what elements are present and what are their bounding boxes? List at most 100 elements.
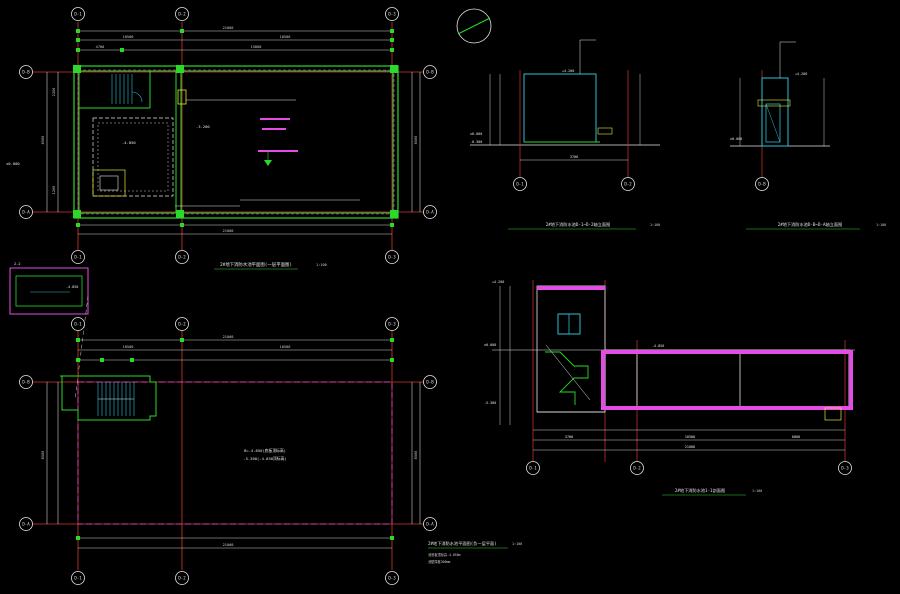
elev-a-width: 3700 (570, 155, 578, 159)
top-plan-leaders (175, 99, 360, 207)
elev-a-axis-right-label: D-2 (624, 181, 632, 186)
top-plan-columns (73, 65, 398, 218)
b-axis-top-d2-circle (175, 317, 189, 331)
elev-a-axis-left-circle (513, 177, 527, 191)
bottom-plan-tank-notes: B=-4.850(底板顶标高) -5.300(-4.850顶标高) (243, 448, 286, 461)
elev-b-text: +4.200 ±0.000 (730, 72, 807, 141)
tank-outline (77, 381, 393, 525)
axis-top-d2-label: D-2 (178, 11, 186, 16)
elev-b-axis-left-circle (755, 177, 769, 191)
axis-top-d1-circle (71, 7, 85, 21)
section-axis-c-circle (630, 461, 644, 475)
vent-opening (177, 89, 187, 105)
b-axis-right-db-circle (423, 375, 437, 389)
elev-room: -4.850 (122, 140, 136, 145)
section-axis-d-label: D-3 (841, 465, 849, 470)
elev-b-top: +4.200 (795, 72, 807, 76)
b-axis-top-d3-circle (385, 317, 399, 331)
b-axis-top-d2-label: D-2 (178, 321, 186, 326)
axis-bot-d3-label: D-3 (388, 254, 396, 259)
elev-b-door-diag (765, 103, 781, 143)
bottom-floor-plan: B=-4.850(底板顶标高) -5.300(-4.850顶标高) 21000 … (19, 317, 522, 585)
top-plan-outer-wall (73, 65, 399, 219)
b-dim-overall-bot: 21000 (223, 543, 234, 547)
section-dim-left: 3700 (565, 435, 573, 439)
b-axis-left-db-label: D-B (22, 379, 30, 384)
section-slab-elev: -4.850 (652, 344, 664, 348)
section-roof-slab (537, 286, 605, 290)
section-stair-flights (545, 351, 589, 405)
stair-well-outline (92, 117, 174, 197)
door-swing-arc (131, 91, 143, 103)
axis-left-db-label: D-B (22, 69, 30, 74)
b-axis-bot-d1-label: D-1 (74, 575, 82, 580)
top-plan-dashed-outline (77, 69, 395, 215)
section-text: +4.200 ±0.000 -4.850 -5.300 21000 3700 1… (484, 280, 800, 449)
b-axis-bot-d3-label: D-3 (388, 575, 396, 580)
elev-a-caption: 2#地下消防水池D-1~D-2轴立面图 (546, 221, 611, 228)
hatch-opening (92, 169, 126, 197)
elev-a-scale: 1:100 (650, 223, 660, 227)
detail-wall (15, 275, 83, 307)
axis-bot-d2-label: D-2 (178, 254, 186, 259)
stair-well-inner (97, 122, 169, 192)
top-plan-stair-treads (111, 74, 133, 104)
axis-top-d3-circle (385, 7, 399, 21)
dim-left-a: 2350 (52, 88, 56, 97)
elev-b-canopy (757, 99, 791, 107)
axis-left-da-circle (19, 205, 33, 219)
detail-leader (74, 295, 89, 401)
elev-a-base-elev: -0.300 (470, 140, 482, 144)
top-plan-dim-ticks (76, 29, 394, 227)
b-axis-right-db-label: D-B (426, 379, 434, 384)
axis-bot-d1-circle (71, 250, 85, 264)
elev-b-door (765, 103, 781, 143)
bottom-plan-scale: 1:100 (512, 542, 522, 546)
axis-right-da-circle (423, 205, 437, 219)
axis-right-db-label: D-B (426, 69, 434, 74)
b-axis-top-d1-label: D-1 (74, 321, 82, 326)
north-arrow (456, 8, 492, 44)
bottom-plan-dim-lines (46, 339, 421, 549)
b-dim-left-total: 8500 (41, 451, 45, 460)
section-axis-c-label: D-2 (633, 465, 641, 470)
section-axis-d-circle (838, 461, 852, 475)
b-axis-top-d1-circle (71, 317, 85, 331)
elev-a-text: +4.200 ±0.000 -0.300 3700 (470, 69, 578, 159)
elev-b-scale: 1:100 (876, 223, 886, 227)
elevation-b: +4.200 ±0.000 D-B 2#地下消防水池D-B~D-A轴立面图 1:… (730, 41, 886, 230)
section-tank-elev: -5.300 (484, 401, 496, 405)
north-arrow-line (457, 17, 491, 35)
top-plan-partitions (79, 71, 182, 213)
b-axis-top-d3-label: D-3 (388, 321, 396, 326)
elev-a-axis-right-circle (621, 177, 635, 191)
b-dim-overall-top: 21000 (223, 335, 234, 339)
elev-landing: ±0.000 (6, 161, 20, 166)
axis-bot-d2-circle (175, 250, 189, 264)
top-plan-scale: 1:100 (316, 263, 327, 267)
section-dim-right: 6800 (792, 435, 800, 439)
section-top-elev: +4.200 (492, 280, 504, 284)
axis-left-db-circle (19, 65, 33, 79)
elev-a-dim-lines (489, 74, 641, 161)
b-axis-left-da-label: D-A (22, 521, 30, 526)
b-dim-seg-right: 10500 (280, 345, 291, 349)
elev-b-building (761, 77, 789, 147)
axis-top-d1-label: D-1 (74, 11, 82, 16)
tank-note: B=-4.850(底板顶标高) (244, 448, 286, 453)
dim-seg-left: 10500 (123, 35, 134, 39)
hatch-cover (99, 175, 119, 191)
dim-right-total: 8500 (414, 136, 418, 145)
elev-floor: -3.200 (196, 124, 210, 129)
dim-overall-bot: 21000 (223, 229, 234, 233)
bottom-stair-well (60, 375, 157, 421)
section-stair-rail (545, 344, 591, 401)
elev-marker-triangle (264, 160, 272, 166)
b-axis-bot-d3-circle (385, 571, 399, 585)
b-dim-seg-left: 10500 (123, 345, 134, 349)
detail-callout: 2-2 -4.850 (9, 262, 89, 401)
elev-b-caption: 2#地下消防水池D-B~D-A轴立面图 (778, 221, 843, 228)
section-axis-a-circle (526, 461, 540, 475)
